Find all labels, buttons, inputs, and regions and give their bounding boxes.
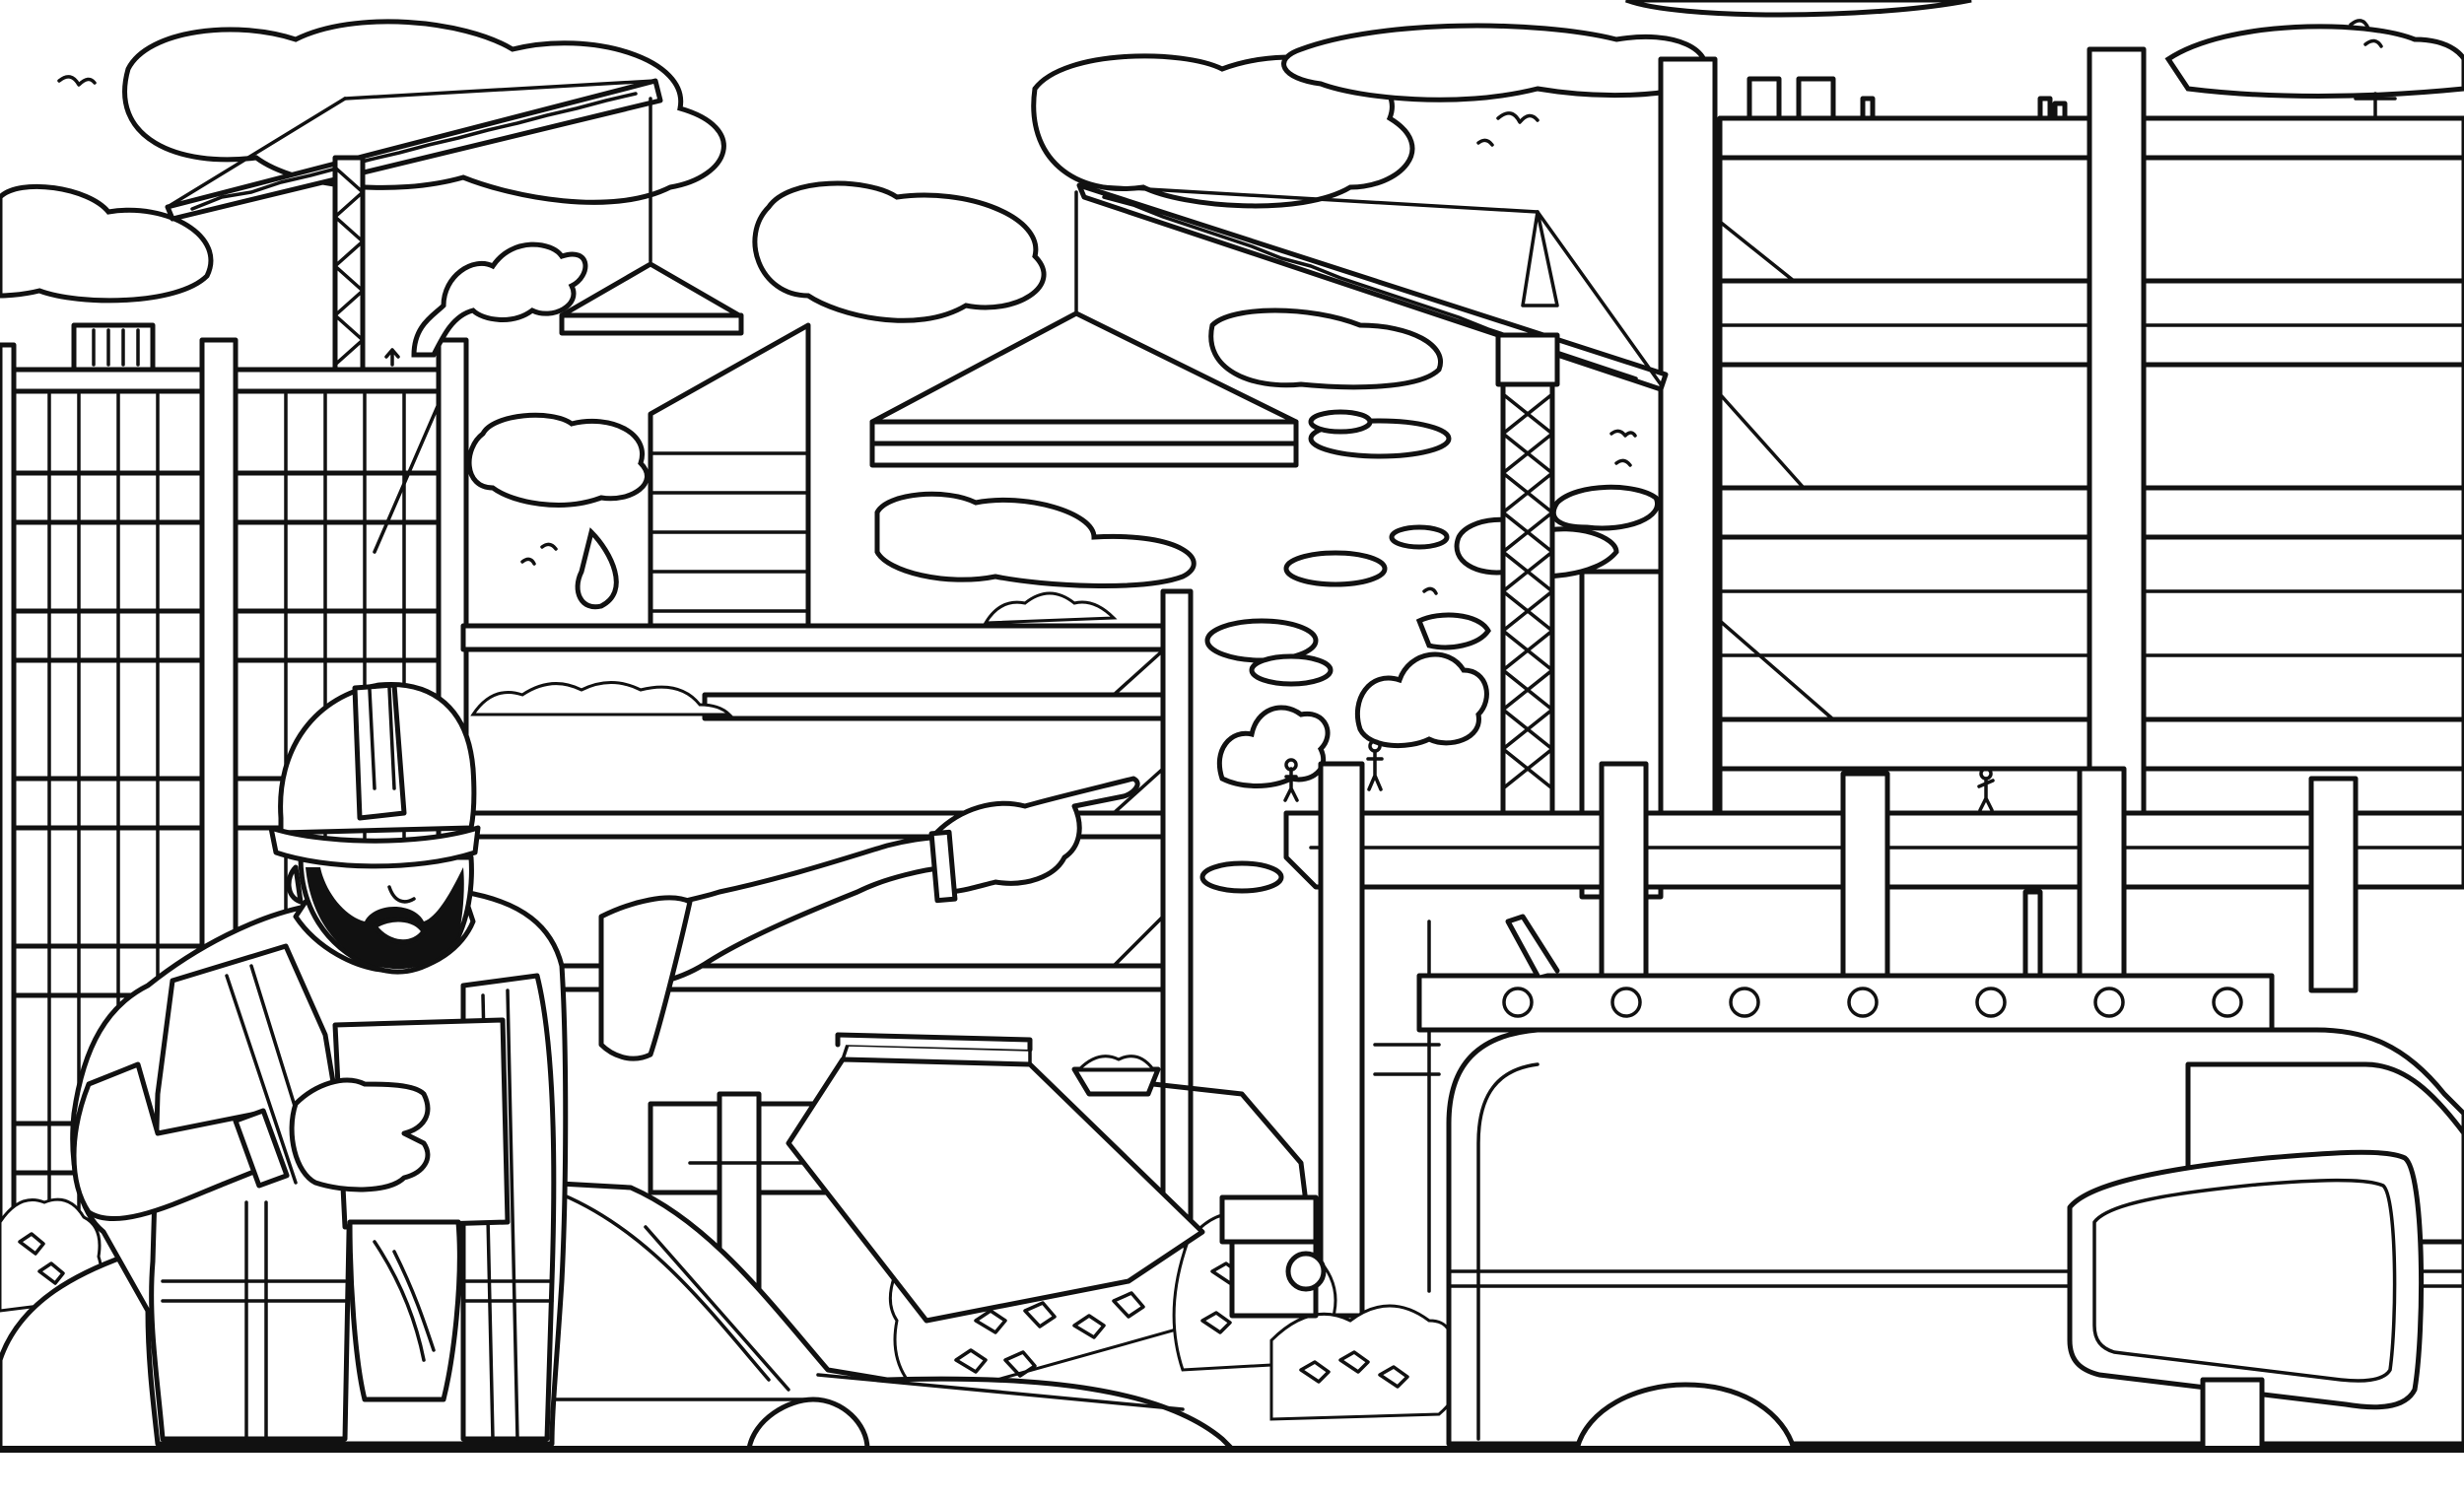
bird	[1614, 458, 1632, 467]
crane-load	[869, 419, 1299, 446]
construction-worker	[70, 681, 1140, 1447]
bird	[1422, 586, 1438, 595]
rubble-pile	[470, 681, 733, 716]
worker-figure	[1366, 749, 1384, 791]
bird	[1476, 138, 1494, 147]
bird	[1609, 429, 1637, 438]
cloud	[1281, 23, 1709, 102]
cloud	[752, 180, 1047, 323]
cloud	[1283, 550, 1388, 587]
cloud	[1208, 307, 1443, 390]
smoke-puff	[1216, 705, 1331, 788]
van-side-mirror	[2067, 1149, 2425, 1410]
loader-bucket	[1071, 1066, 1161, 1097]
background-tower	[648, 322, 811, 634]
cloud	[122, 19, 726, 205]
sky-clouds	[0, 0, 2464, 894]
worker-glove	[933, 776, 1140, 895]
cloud	[0, 183, 214, 304]
distant-workers	[1283, 739, 1995, 812]
cloud	[1199, 860, 1284, 894]
rooftop-unit	[71, 322, 156, 373]
hard-hat-ridge	[352, 682, 407, 821]
crane-load	[869, 441, 1299, 468]
smoke-puff	[411, 241, 588, 358]
rubble-pile	[1269, 1304, 1459, 1421]
cloud	[466, 412, 650, 508]
smoke-puff	[1354, 651, 1489, 749]
worker-arm	[71, 1061, 279, 1222]
mid-building-decks	[460, 588, 1194, 1284]
smoke-puffs	[411, 241, 1489, 788]
cloud	[874, 491, 1197, 588]
cloud	[1308, 409, 1373, 435]
crane-load	[559, 312, 744, 336]
worker-glove	[289, 1077, 431, 1192]
birds	[57, 19, 2383, 595]
bird	[520, 557, 536, 566]
worker-mouth	[372, 917, 427, 945]
bird	[540, 542, 558, 551]
bird	[2349, 19, 2370, 31]
cloud	[575, 527, 619, 610]
van	[1446, 1027, 2464, 1452]
dump-truck	[648, 1032, 1327, 1324]
safety-vest	[149, 943, 353, 1442]
bird	[1496, 111, 1540, 124]
bird	[2363, 38, 2383, 48]
cloud	[1625, 0, 1972, 18]
hard-hat-brim	[268, 825, 481, 869]
cloud	[1415, 612, 1491, 650]
crane-load	[559, 261, 742, 318]
van-wheel	[1574, 1382, 1797, 1452]
worker-figure	[1283, 767, 1299, 802]
cloud	[1249, 653, 1334, 687]
cloud	[2164, 24, 2464, 99]
steel-beam	[1416, 973, 2275, 1033]
worker-beard	[306, 867, 464, 970]
worker-sleeve	[598, 895, 693, 1061]
bird	[57, 75, 97, 87]
cloud	[1550, 484, 1660, 531]
ground-strip	[0, 1447, 2464, 1453]
right-building-frame	[1579, 46, 2464, 900]
cloud	[1389, 524, 1450, 550]
worker-figure	[1977, 777, 1995, 812]
elevated-slab	[1283, 761, 2464, 1319]
tower-crane	[165, 78, 744, 373]
rubble-pile	[983, 591, 1118, 625]
tower-crane	[869, 182, 1669, 821]
clipboard-papers	[347, 1219, 462, 1402]
